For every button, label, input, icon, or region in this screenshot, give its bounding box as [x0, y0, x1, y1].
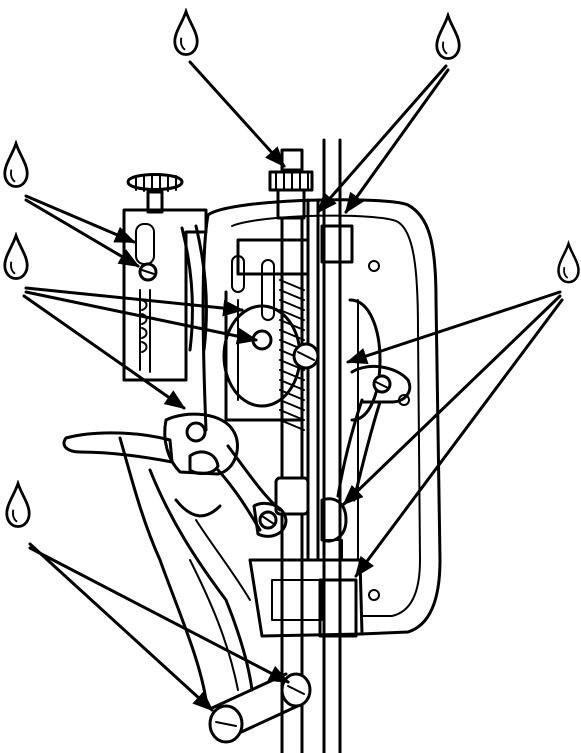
presser-spring — [279, 279, 305, 431]
arrow-bracket-screw — [24, 198, 140, 268]
oil-point-arrows — [22, 60, 564, 712]
lifter-lever — [62, 412, 288, 538]
arrow-presser-bar-top — [188, 60, 286, 168]
arrow-bracket-slot — [24, 194, 136, 244]
arrow-needle-bar-top-b — [344, 68, 450, 214]
oil-drop-icon — [435, 14, 461, 60]
oil-drop-icon — [557, 242, 580, 284]
oil-drop-icons — [3, 10, 580, 528]
arrow-take-up-b — [24, 290, 259, 345]
arrow-lifter-lever — [22, 294, 186, 410]
oil-drop-icon — [3, 234, 29, 280]
bottom-crank-rod — [208, 672, 312, 744]
arrow-right-linkage-c — [354, 298, 564, 578]
oil-drop-icon — [3, 142, 29, 188]
arrow-right-linkage-a — [346, 290, 562, 365]
oil-drop-icon — [5, 482, 31, 528]
arrow-crank-right — [28, 546, 290, 684]
oil-drop-icon — [173, 10, 199, 56]
arrow-take-up-a — [24, 286, 245, 317]
arrow-crank-left — [28, 542, 214, 712]
arrow-right-linkage-b — [342, 294, 562, 506]
tension-bracket — [122, 173, 208, 382]
right-linkage — [336, 365, 412, 502]
arrow-needle-bar-top-a — [316, 64, 448, 214]
needle-and-presser-bars — [268, 138, 358, 753]
